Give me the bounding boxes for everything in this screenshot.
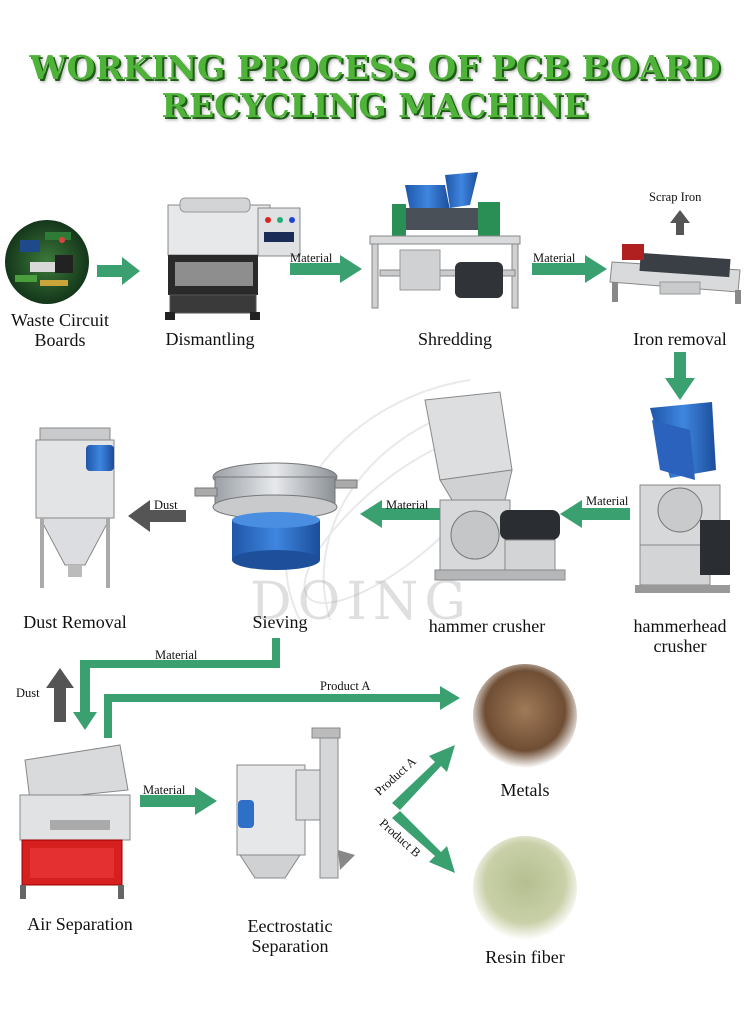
arrow-air-to-electrostatic: [140, 787, 217, 815]
sieving-label: Sieving: [252, 612, 308, 632]
shredder-machine-image: [369, 172, 521, 309]
iron-removal-label: Iron removal: [633, 329, 727, 349]
material-label-sieving: Material: [155, 648, 198, 662]
dust-removal-image: [35, 427, 115, 588]
resin-fiber-image: [473, 836, 577, 940]
metals-image: [473, 664, 577, 768]
material-label-hammerhead: Material: [586, 494, 629, 508]
electrostatic-separator-image: [236, 727, 355, 879]
material-label-shred: Material: [290, 251, 333, 265]
hammer-crusher-label: hammer crusher: [428, 616, 546, 636]
dust-label-sieving: Dust: [154, 498, 178, 512]
arrow-sieving-to-air: [73, 638, 280, 730]
hammerhead-crusher-label: hammerhead crusher: [633, 616, 727, 656]
arrow-dust-up: [46, 668, 74, 722]
arrow-waste-to-dismantling: [97, 257, 140, 285]
arrow-shredding-to-iron: [532, 255, 607, 283]
watermark: DOING: [250, 572, 472, 632]
hammer-crusher-image: [424, 391, 566, 581]
arrow-dust-to-removal: [128, 500, 186, 532]
arrow-hammer-to-sieving: [360, 500, 440, 528]
arrow-product-b-diagonal: [392, 811, 455, 873]
electrostatic-label: Eectrostatic Separation: [247, 916, 333, 956]
dismantling-label: Dismantling: [165, 329, 255, 349]
shredding-label: Shredding: [418, 329, 492, 349]
material-label-iron: Material: [533, 251, 576, 265]
arrow-iron-to-hammerhead: [665, 352, 695, 400]
waste-circuit-label: Waste Circuit Boards: [10, 310, 110, 350]
material-label-air: Material: [143, 783, 186, 797]
iron-removal-image: [609, 244, 741, 304]
metals-label: Metals: [500, 780, 550, 800]
product-a-label-line: Product A: [320, 679, 371, 693]
dust-removal-label: Dust Removal: [23, 612, 127, 632]
arrow-hammerhead-to-hammer: [560, 500, 630, 528]
material-label-hammer: Material: [386, 498, 429, 512]
air-separation-image: [19, 744, 131, 899]
hammerhead-crusher-image: [635, 402, 730, 593]
arrow-product-a-line: [104, 686, 460, 738]
resin-fiber-label: Resin fiber: [485, 947, 565, 967]
waste-circuit-image: [5, 220, 89, 304]
title-line-1: WORKING PROCESS OF PCB BOARD: [29, 48, 721, 87]
arrow-product-a-diagonal: [392, 745, 455, 810]
arrow-dismantling-to-shredding: [290, 255, 362, 283]
air-separation-label: Air Separation: [27, 914, 133, 934]
sieving-machine-image: [194, 462, 358, 570]
arrow-scrap-iron-up: [670, 210, 690, 235]
scrap-iron-label: Scrap Iron: [649, 190, 702, 204]
title-line-2: RECYCLING MACHINE: [161, 86, 589, 125]
dust-label-air: Dust: [16, 686, 40, 700]
dismantling-machine-image: [165, 197, 301, 320]
